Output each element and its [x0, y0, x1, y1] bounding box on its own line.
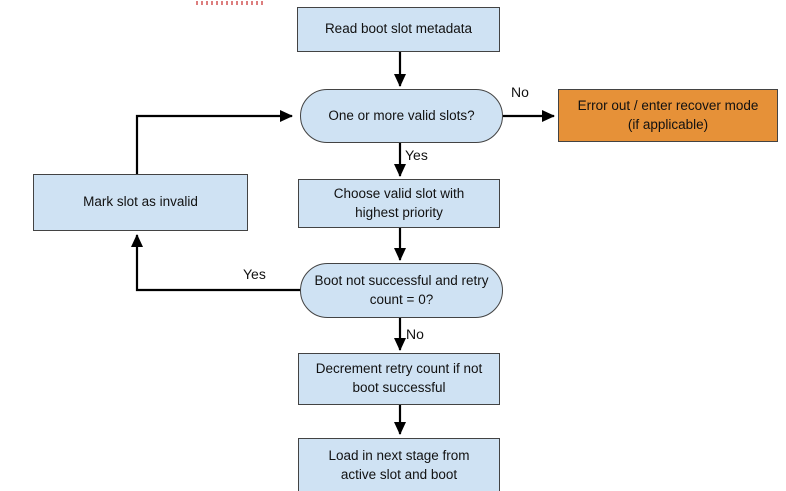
node-decision-valid-slots: One or more valid slots?	[300, 89, 503, 143]
edge-bootcheck-yes-to-markinvalid	[131, 234, 302, 292]
edge-label-no-to-error: No	[511, 84, 529, 100]
node-error-out-recover-mode: Error out / enter recover mode (if appli…	[558, 89, 778, 142]
node-load-next-stage: Load in next stage from active slot and …	[298, 438, 500, 491]
node-decrement-retry-count: Decrement retry count if not boot succes…	[298, 353, 500, 405]
edge-markinvalid-to-validslots	[135, 110, 293, 174]
cropped-red-text-artifact	[196, 1, 266, 5]
edge-label-no-to-decrement: No	[406, 326, 424, 342]
node-read-boot-slot-metadata: Read boot slot metadata	[297, 7, 500, 52]
node-choose-valid-slot: Choose valid slot with highest priority	[298, 179, 500, 228]
edge-label-yes-to-mark-invalid: Yes	[243, 266, 266, 282]
node-decision-boot-not-successful: Boot not successful and retry count = 0?	[300, 263, 503, 318]
edge-label-yes-to-choose: Yes	[405, 147, 428, 163]
node-mark-slot-invalid: Mark slot as invalid	[33, 174, 248, 231]
